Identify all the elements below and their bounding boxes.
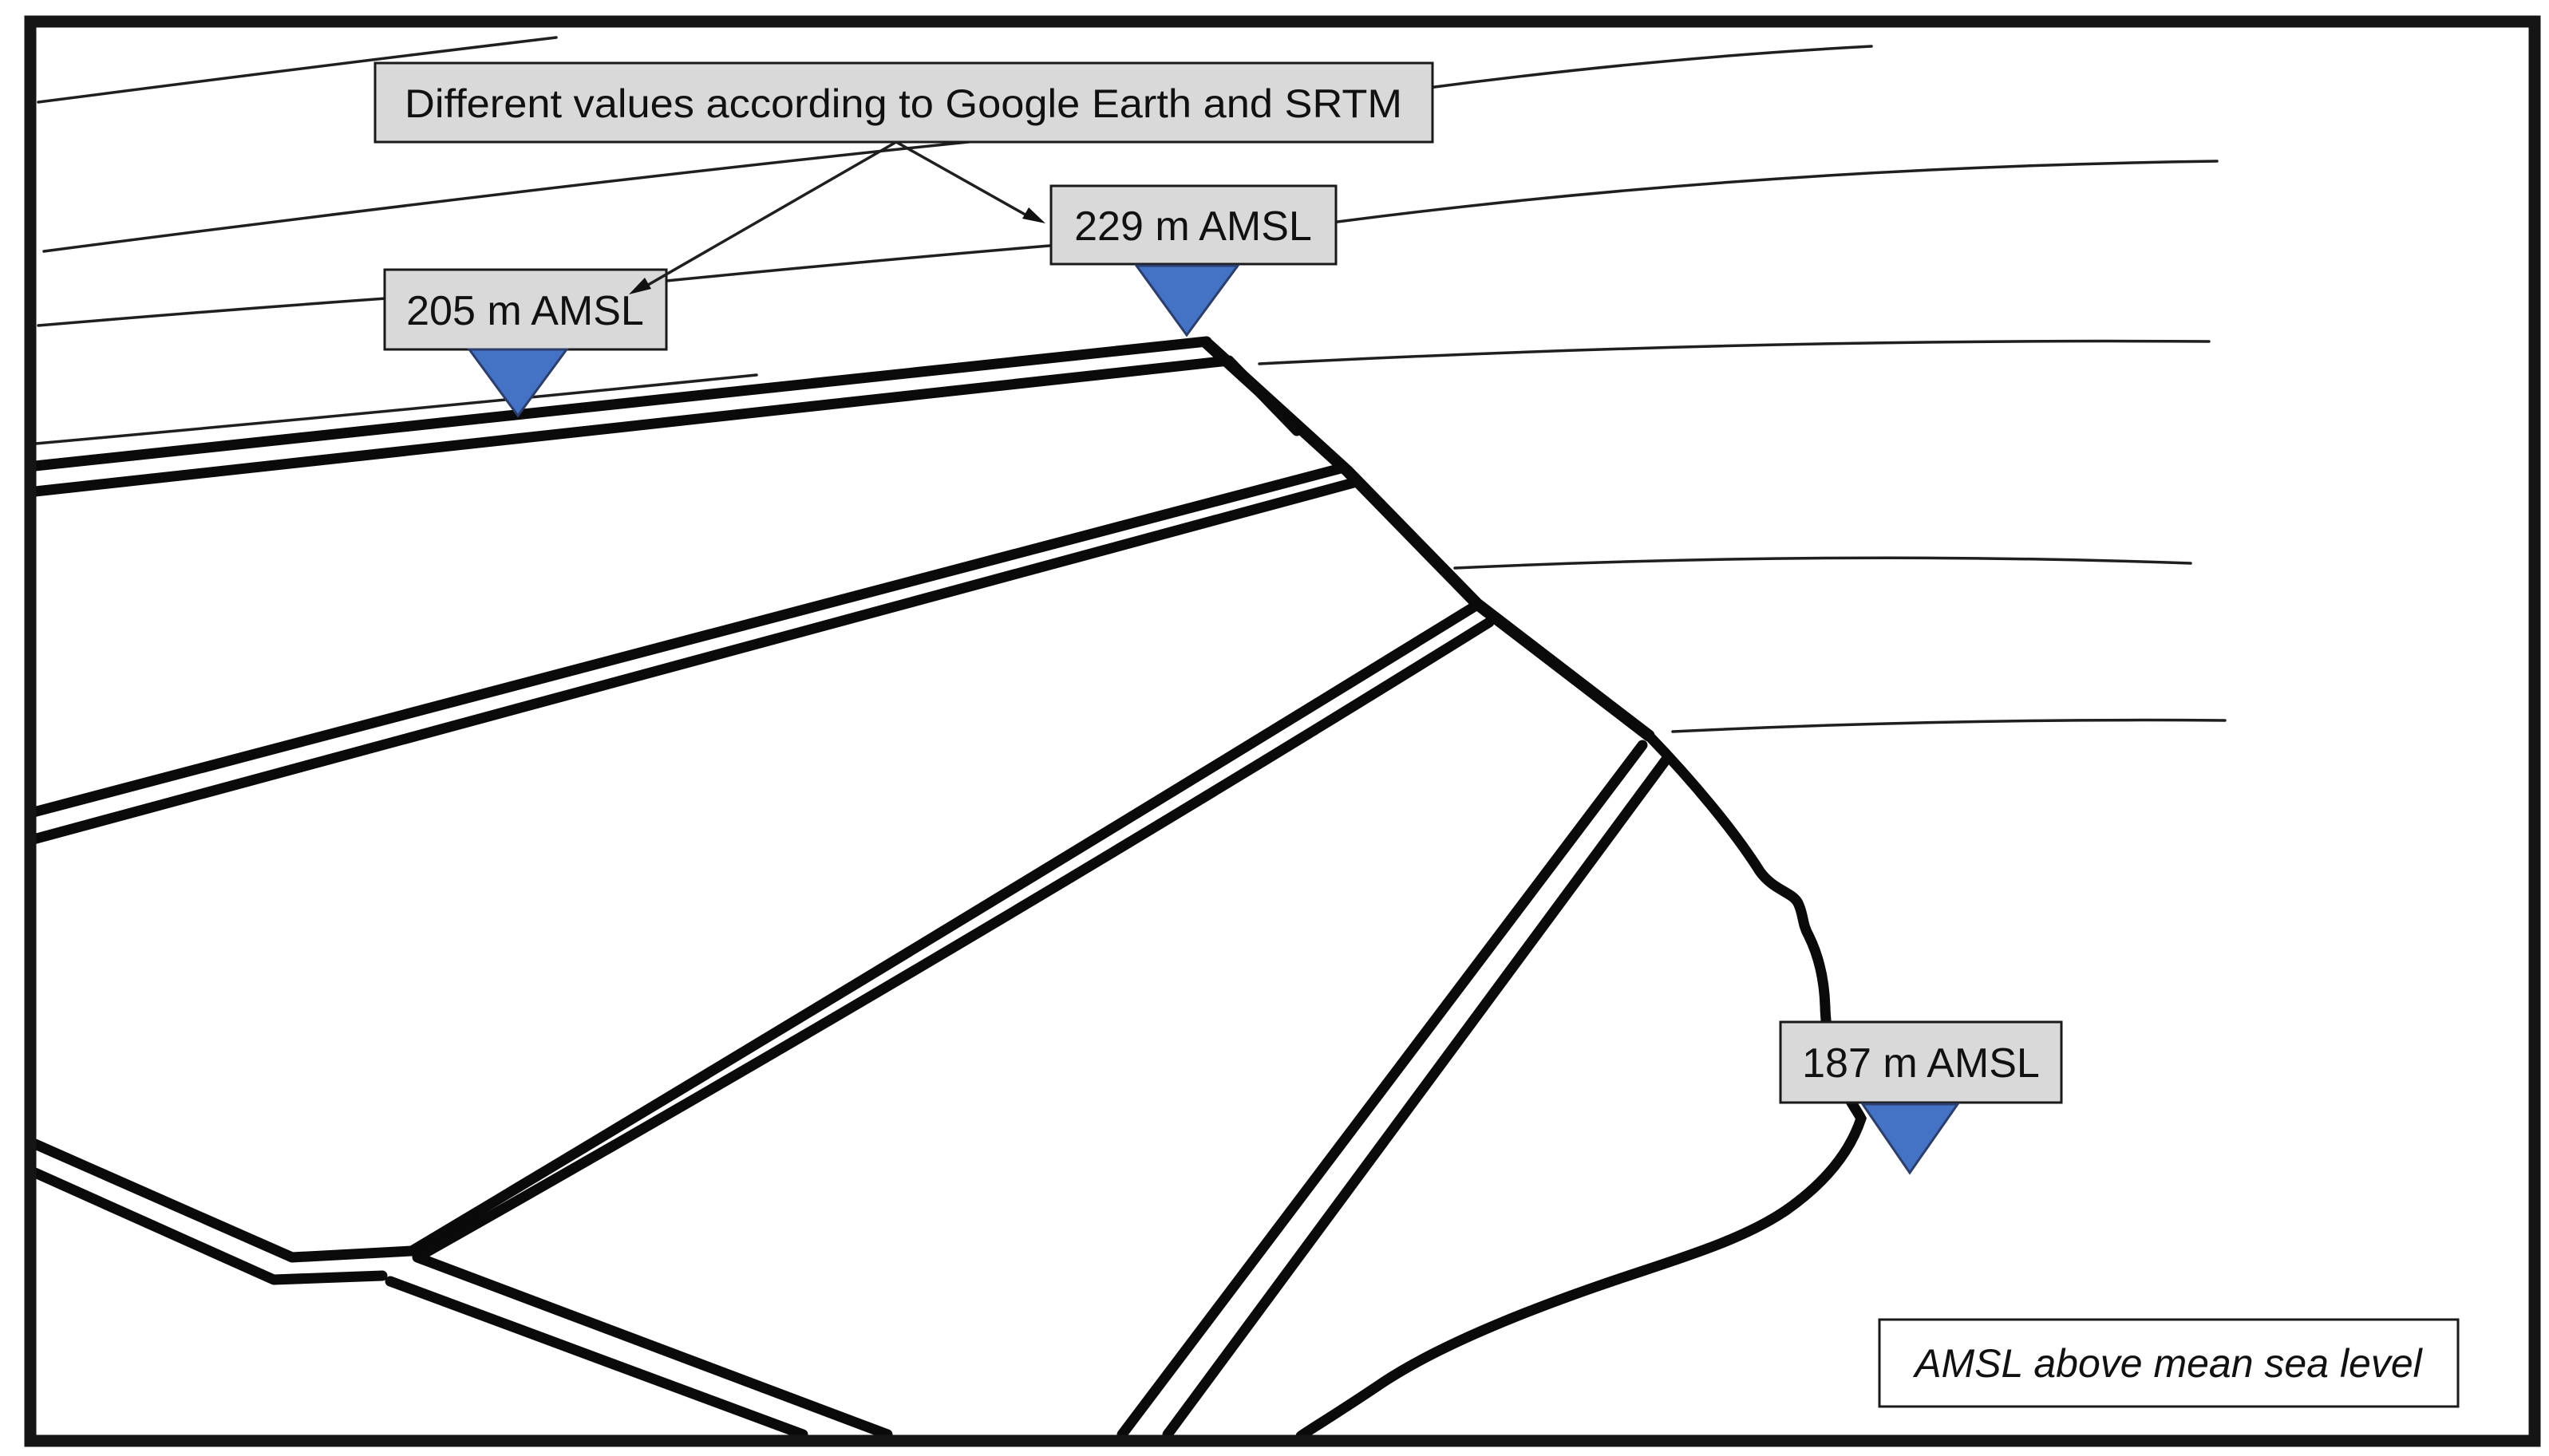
- field-boundary-line-second: [28, 462, 1350, 818]
- contour-line: [37, 36, 558, 104]
- inverted-triangle-marker-icon-187: [1860, 1103, 1960, 1175]
- outer-frame-border: [24, 15, 2541, 1447]
- field-boundary-line-diagonal: [412, 617, 1495, 1440]
- contour-line: [34, 373, 758, 445]
- field-boundary-line-left-lower: [30, 1138, 417, 1263]
- boundary-connector-line: [1200, 337, 1655, 742]
- callout-leader-line-229: [895, 140, 1030, 219]
- legend-box: [1878, 1318, 2460, 1408]
- elevation-label-205: 205 m AMSL: [406, 288, 644, 334]
- callout-leader-line-205: [638, 140, 897, 292]
- inverted-triangle-marker-icon-205: [467, 348, 569, 418]
- field-boundary-line-diagonal: [406, 601, 1480, 1257]
- elevation-label-229: 229 m AMSL: [1074, 203, 1312, 250]
- annotation-box: [373, 61, 1434, 144]
- field-boundary-line-right: [1116, 740, 1648, 1440]
- contour-line: [1671, 718, 2227, 733]
- field-boundary-line-second: [28, 476, 1362, 845]
- elevation-label-box-187: [1779, 1020, 2063, 1104]
- elevation-label-box-205: [383, 268, 668, 351]
- field-boundary-line-right: [1162, 755, 1671, 1440]
- field-boundary-line-left-lower: [30, 1167, 388, 1285]
- contour-line: [1258, 339, 2211, 365]
- elevation-label-187: 187 m AMSL: [1802, 1040, 2040, 1087]
- field-boundary-line-top: [30, 336, 1212, 472]
- annotation-text: Different values according to Google Ear…: [405, 81, 1402, 126]
- field-boundary-line-bottom: [385, 1276, 808, 1440]
- stream-curve-line: [1295, 730, 1867, 1442]
- arrowhead-icon-205: [629, 278, 651, 294]
- contour-line: [1453, 556, 2192, 570]
- arrowhead-icon-229: [1022, 207, 1045, 223]
- elevation-label-box-229: [1049, 184, 1338, 266]
- legend-text: AMSL above mean sea level: [1912, 1341, 2423, 1386]
- inverted-triangle-marker-icon-229: [1134, 264, 1240, 337]
